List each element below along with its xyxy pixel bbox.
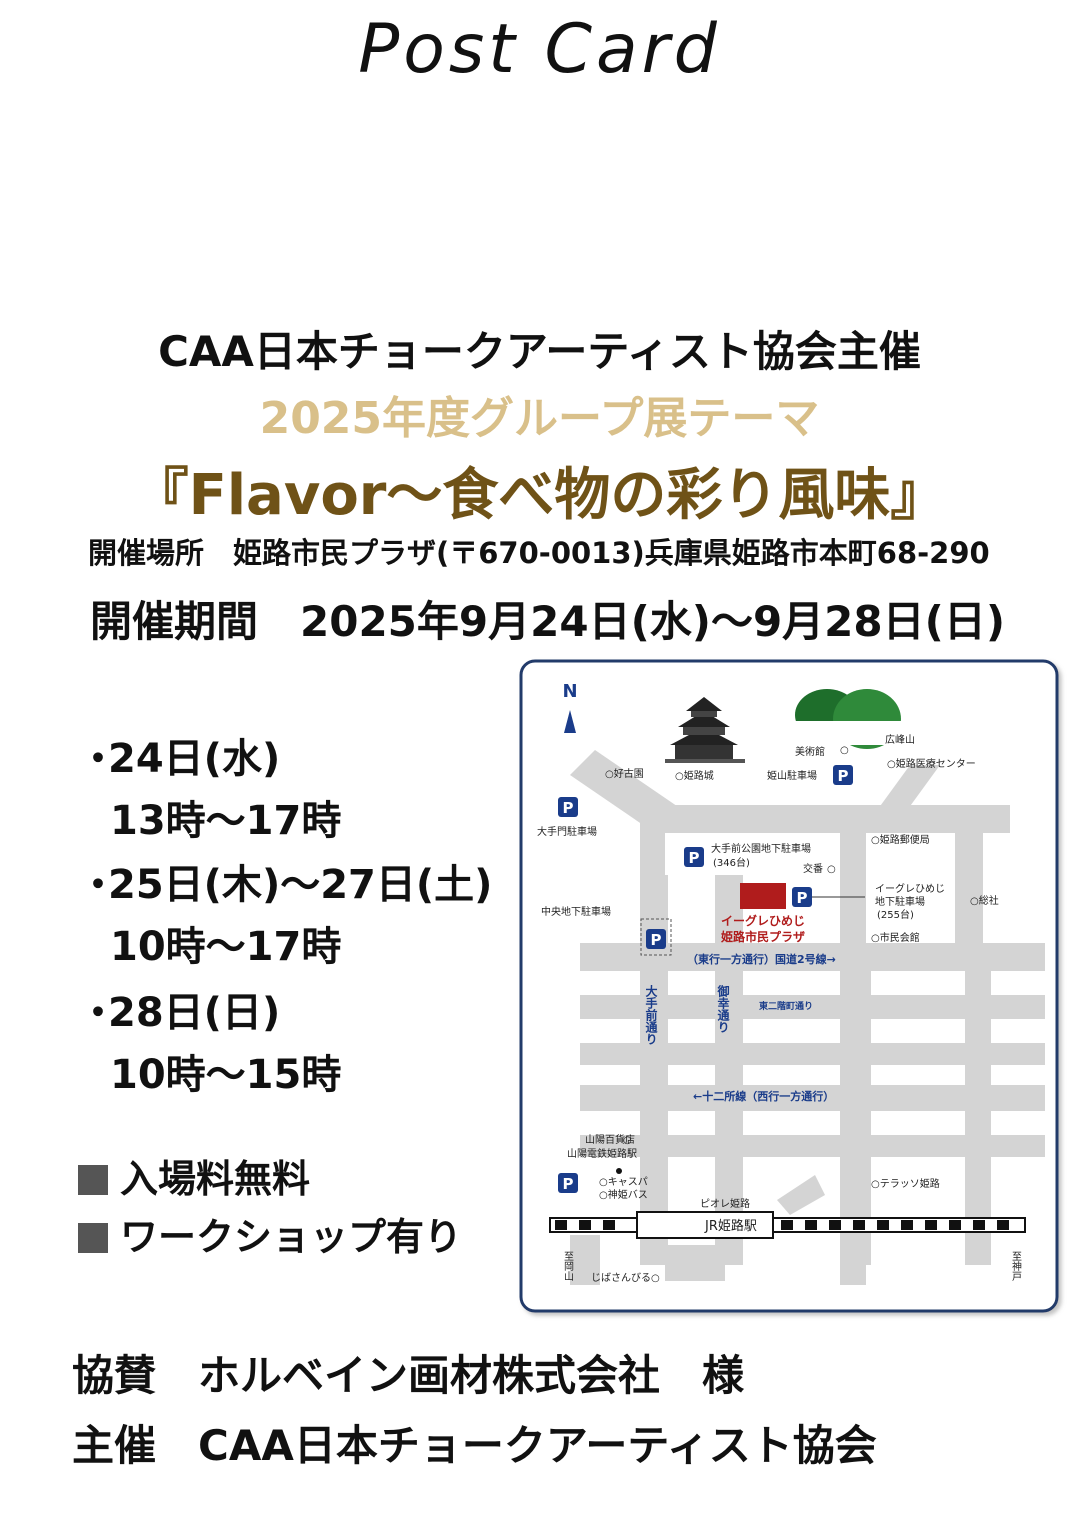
- period-line: 開催期間 2025年9月24日(水)～9月28日(日): [90, 597, 1006, 646]
- label-himeyama-parking: 姫山駐車場: [767, 769, 817, 782]
- label-otemae-park-capacity: (346台): [713, 856, 750, 869]
- label-jibasan: じばさんびる: [591, 1272, 651, 1284]
- schedule-day-1: ・24日(水): [78, 726, 280, 784]
- parking-icons: P P P P P P: [558, 765, 853, 1193]
- svg-text:P: P: [563, 799, 574, 817]
- north-arrow-icon: [564, 710, 576, 733]
- label-eagle-parking-capacity: (255台): [877, 908, 914, 921]
- parking-icon: P: [646, 929, 666, 949]
- roads: [570, 750, 1045, 1285]
- note-label: ワークショップ有り: [120, 1215, 463, 1259]
- label-otemon-parking: 大手門駐車場: [537, 825, 597, 838]
- exhibition-title: 『Flavor～食べ物の彩り風味』: [132, 463, 947, 528]
- schedule-time-3: 10時～15時: [110, 1052, 342, 1098]
- svg-text:P: P: [563, 1175, 574, 1193]
- label-eagle-parking: イーグレひめじ: [875, 882, 945, 895]
- theme-line: 2025年度グループ展テーマ: [259, 393, 820, 444]
- schedule-day-2: ・25日(木)～27日(土): [78, 852, 492, 910]
- landmark-circle: ○: [651, 1273, 660, 1284]
- label-to-kobe: 至神戸: [1010, 1251, 1022, 1282]
- north-label: N: [562, 681, 577, 702]
- label-to-okayama: 至岡山: [562, 1251, 574, 1281]
- parking-icon: P: [558, 1173, 578, 1193]
- label-piole: ピオレ姫路: [700, 1197, 750, 1210]
- landmark-circle: ○: [623, 1135, 632, 1146]
- label-himeji-castle: ○姫路城: [675, 769, 714, 782]
- bus-stop-dot: [616, 1168, 622, 1174]
- bullet: ・: [78, 862, 118, 908]
- railway: [549, 1211, 1026, 1239]
- label-junisho: ←十二所線（西行一方通行）: [693, 1089, 834, 1103]
- svg-text:P: P: [797, 889, 808, 907]
- label-police-box: 交番: [803, 862, 823, 875]
- schedule-day-label: 28日(日): [108, 990, 281, 1036]
- postcard-title: Post Card: [358, 10, 721, 89]
- schedule-day-label: 25日(木)～27日(土): [108, 862, 493, 908]
- label-kyaspa: ○キャスパ: [599, 1176, 648, 1188]
- host-line: 主催 CAA日本チョークアーティスト協会: [72, 1421, 877, 1470]
- schedule-day-3: ・28日(日): [78, 980, 280, 1038]
- svg-text:P: P: [689, 849, 700, 867]
- landmark-circle: ○: [827, 864, 836, 875]
- schedule-time-2: 10時～17時: [110, 924, 342, 970]
- parking-icon: P: [558, 797, 578, 817]
- parking-icon: P: [684, 847, 704, 867]
- hill-icon: [793, 689, 905, 749]
- landmark-circle: ○: [840, 745, 849, 756]
- parking-icon: P: [833, 765, 853, 785]
- label-otemae-park-parking: 大手前公園地下駐車場: [711, 842, 811, 855]
- access-map: N P P P P P P 広峰山 美術館 ○ ○好古園 ○姫路城 姫山駐車場 …: [515, 655, 1067, 1327]
- venue-marker: [740, 883, 786, 909]
- label-east-futakai: 東二階町通り: [759, 1000, 813, 1012]
- bullet: ・: [78, 736, 118, 782]
- label-terrasse: ○テラッソ姫路: [871, 1177, 940, 1190]
- label-post-office: ○姫路郵便局: [871, 833, 930, 846]
- note-free-admission: 入場料無料: [78, 1148, 310, 1203]
- svg-text:P: P: [838, 767, 849, 785]
- organizer-line: CAA日本チョークアーティスト協会主催: [158, 327, 921, 376]
- label-jr-station: JR姫路駅: [704, 1218, 757, 1234]
- square-bullet-icon: [78, 1223, 108, 1253]
- label-soja: ○総社: [970, 894, 999, 907]
- label-chuo-parking: 中央地下駐車場: [541, 905, 611, 918]
- bullet: ・: [78, 990, 118, 1036]
- svg-text:P: P: [651, 931, 662, 949]
- parking-icon: P: [792, 887, 812, 907]
- label-medical-center: ○姫路医療センター: [887, 757, 976, 770]
- label-otemae-street: 大手前通り: [644, 984, 658, 1045]
- square-bullet-icon: [78, 1165, 108, 1195]
- label-museum: 美術館: [795, 745, 825, 758]
- label-koko-en: ○好古園: [605, 767, 644, 780]
- sponsor-line: 協賛 ホルベイン画材株式会社 様: [72, 1351, 745, 1400]
- map-svg: N P P P P P P 広峰山 美術館 ○ ○好古園 ○姫路城 姫山駐車場 …: [519, 659, 1059, 1313]
- note-workshop: ワークショップ有り: [78, 1206, 462, 1261]
- castle-icon: [665, 697, 745, 763]
- label-civic-hall: ○市民会館: [871, 931, 920, 944]
- schedule-time-1: 13時～17時: [110, 798, 342, 844]
- schedule-day-label: 24日(水): [108, 736, 281, 782]
- label-shinki-bus: ○神姫バス: [599, 1188, 648, 1201]
- label-route2: （東行一方通行）国道2号線→: [687, 952, 836, 966]
- note-label: 入場料無料: [120, 1157, 311, 1201]
- label-sanyo-station: 山陽電鉄姫路駅: [567, 1147, 637, 1160]
- label-venue-1: イーグレひめじ: [721, 913, 805, 928]
- label-hill: 広峰山: [885, 733, 915, 746]
- label-venue-2: 姫路市民プラザ: [721, 929, 805, 944]
- label-sanyo-dept: 山陽百貨店: [585, 1133, 635, 1146]
- label-miyuki-street: 御幸通り: [716, 984, 730, 1033]
- label-eagle-parking-sub: 地下駐車場: [875, 895, 925, 908]
- venue-line: 開催場所 姫路市民プラザ(〒670-0013)兵庫県姫路市本町68-290: [88, 536, 990, 570]
